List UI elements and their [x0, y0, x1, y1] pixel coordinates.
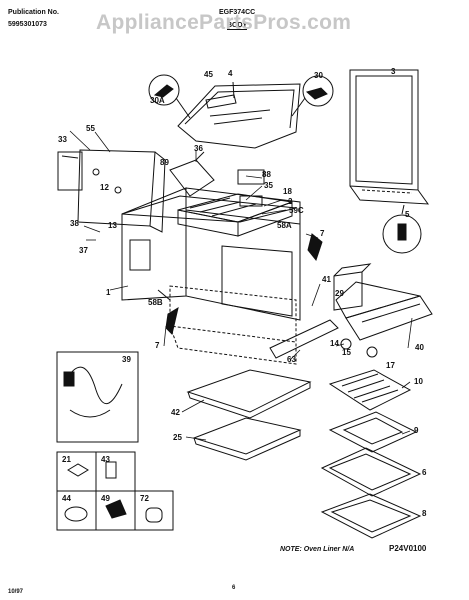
callout-59c: 59C	[289, 206, 304, 215]
callout-13: 13	[108, 221, 117, 230]
callout-41-upper: 41	[322, 275, 331, 284]
callout-9: 9	[414, 426, 419, 435]
callout-88: 88	[262, 170, 271, 179]
callout-29: 29	[335, 289, 344, 298]
side-supports	[157, 233, 323, 335]
callout-1: 1	[106, 288, 111, 297]
part-40	[335, 281, 433, 341]
callout-6: 6	[422, 468, 427, 477]
callout-55: 55	[86, 124, 95, 133]
callout-35: 35	[264, 181, 273, 190]
callout-4: 4	[228, 69, 233, 78]
pan-9	[328, 411, 418, 453]
callout-49: 49	[101, 494, 110, 503]
callout-5: 5	[405, 210, 410, 219]
callout-39: 39	[122, 355, 131, 364]
callout-38: 38	[70, 219, 79, 228]
oven-door	[349, 69, 430, 205]
detail-5	[382, 204, 422, 254]
rack-10	[328, 369, 412, 411]
control-cluster	[169, 151, 265, 207]
watermark: AppliancePartsPros.com	[96, 11, 352, 34]
callout-30: 30	[314, 71, 323, 80]
callout-8: 8	[422, 509, 427, 518]
callout-25: 25	[173, 433, 182, 442]
callout-30a: 30A	[150, 96, 165, 105]
top-panel	[177, 81, 301, 149]
callout-21: 21	[62, 455, 71, 464]
callout-12: 12	[100, 183, 109, 192]
rear-wall	[57, 149, 166, 233]
diagram-code: P24V0100	[389, 544, 427, 553]
callout-42: 42	[171, 408, 180, 417]
callout-18: 18	[283, 187, 292, 196]
callout-10: 10	[414, 377, 423, 386]
callout-58a: 58A	[277, 221, 292, 230]
callout-7-lower: 7	[155, 341, 160, 350]
callout-17: 17	[386, 361, 395, 370]
publication-label: Publication No.	[8, 9, 59, 16]
callout-72: 72	[140, 494, 149, 503]
burner-box	[177, 193, 293, 237]
broiler-compartment	[169, 285, 297, 365]
callout-33: 33	[58, 135, 67, 144]
parts-grid	[56, 451, 174, 531]
callout-36: 36	[194, 144, 203, 153]
revision-date: 10/97	[8, 589, 24, 595]
pan-8	[320, 493, 422, 539]
rack-6	[320, 447, 422, 497]
part-29	[333, 263, 372, 311]
broiler-pan-25	[192, 417, 302, 461]
callout-45: 45	[204, 70, 213, 79]
oven-liner-note: NOTE: Oven Liner N/A	[280, 546, 355, 553]
callout-3: 3	[391, 67, 396, 76]
callout-63: 63	[287, 355, 296, 364]
callout-37: 37	[79, 246, 88, 255]
callout-89: 89	[160, 158, 169, 167]
page-number: 6	[232, 585, 236, 591]
box-39	[56, 351, 139, 443]
callout-58b: 58B	[148, 298, 163, 307]
callout-44: 44	[62, 494, 71, 503]
callout-14: 14	[330, 339, 339, 348]
section-title: BODY	[227, 22, 248, 30]
small-parts	[340, 338, 378, 358]
publication-number: 5995301073	[8, 21, 47, 28]
callout-2: 2	[288, 197, 293, 206]
callout-15: 15	[342, 348, 351, 357]
leader-lines	[69, 130, 413, 441]
callout-43: 43	[101, 455, 110, 464]
callout-7-upper: 7	[320, 229, 325, 238]
model-number: EGF374CC	[219, 9, 256, 16]
part-63	[269, 319, 339, 359]
broiler-pan-42	[186, 369, 312, 419]
callout-40: 40	[415, 343, 424, 352]
detail-30a	[148, 74, 191, 119]
detail-30	[291, 75, 334, 117]
